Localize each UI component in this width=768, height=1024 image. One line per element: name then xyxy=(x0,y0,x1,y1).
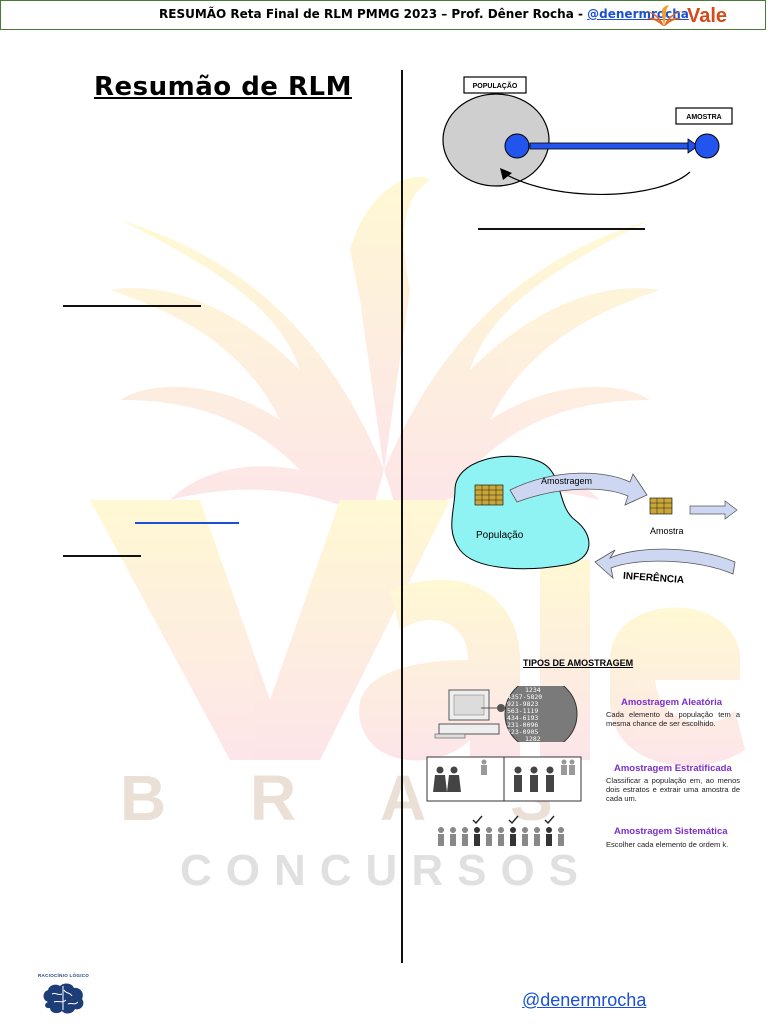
population-ellipse xyxy=(442,93,550,187)
inferencia-label: INFERÊNCIA xyxy=(623,569,685,586)
inferencia-arrow xyxy=(594,548,736,580)
random-number: 231-0096 xyxy=(507,721,538,729)
random-number: 434-6193 xyxy=(507,714,538,722)
inference-populacao-label: População xyxy=(476,530,524,541)
footer-handle-link[interactable]: @denermrocha xyxy=(522,990,647,1010)
brain-logo-icon xyxy=(43,983,84,1014)
sampling-type-name: Amostragem Aleatória xyxy=(621,697,723,708)
people-row-icon xyxy=(438,827,564,846)
random-number: 1282 xyxy=(525,735,541,742)
fill-in-blank-link xyxy=(135,522,239,524)
logo-word: Vale xyxy=(687,4,728,27)
amostra-label-box xyxy=(675,107,733,125)
inference-amostra-label: Amostra xyxy=(650,526,684,536)
page-title: Resumão de RLM xyxy=(94,72,352,102)
fill-in-blank-3 xyxy=(478,228,645,230)
population-dot xyxy=(504,133,530,159)
column-divider xyxy=(401,70,403,963)
random-number: 1234 xyxy=(525,686,541,694)
checkmark-icon xyxy=(472,815,555,825)
random-number: 563-1119 xyxy=(507,707,538,715)
sampling-type-name: Amostragem Estratificada xyxy=(614,763,732,774)
amostragem-arrow xyxy=(509,472,648,506)
sampling-inference-diagram: População Amostragem Amostra INFERÊNCIA xyxy=(451,455,738,586)
people-group-icon xyxy=(433,759,575,792)
population-blob xyxy=(451,455,590,570)
random-sampling-illustration: 1234 4357-5820 921-9823 563-1119 434-619… xyxy=(434,686,578,742)
sampling-type-description: Escolher cada elemento de ordem k. xyxy=(606,840,729,849)
population-sample-icon xyxy=(474,484,504,506)
sampling-type-name: Amostragem Sistemática xyxy=(614,826,728,837)
next-arrow xyxy=(689,500,738,520)
populacao-label: POPULAÇÃO xyxy=(473,81,518,90)
sample-dot xyxy=(694,133,720,159)
palm-logo-icon xyxy=(646,5,682,27)
fill-in-blank-1 xyxy=(63,305,201,307)
amostra-label: AMOSTRA xyxy=(686,114,721,121)
inference-return-arrow xyxy=(504,171,691,196)
stratified-sampling-illustration xyxy=(426,756,582,802)
header-title: RESUMÃO Reta Final de RLM PMMG 2023 – Pr… xyxy=(159,7,689,21)
population-sample-diagram: POPULAÇÃO AMOSTRA xyxy=(442,76,733,196)
svg-text:A: A xyxy=(380,762,426,834)
sampling-arrow xyxy=(529,142,691,150)
random-number: 123-0905 xyxy=(507,728,538,736)
amostragem-label: Amostragem xyxy=(541,476,592,486)
fill-in-blank-2 xyxy=(63,555,141,557)
random-numbers-circle xyxy=(504,686,578,742)
random-number: 921-9823 xyxy=(507,700,538,708)
populacao-label-box xyxy=(463,76,527,94)
random-number: 4357-5820 xyxy=(507,693,542,701)
page-header: RESUMÃO Reta Final de RLM PMMG 2023 – Pr… xyxy=(0,0,766,30)
sampling-type-description: Cada elemento da população tem a mesma c… xyxy=(606,710,740,728)
systematic-sampling-illustration xyxy=(438,815,564,846)
sampling-type-description: Classificar a população em, ao menos doi… xyxy=(606,776,740,803)
sample-icon xyxy=(649,497,673,515)
header-text: RESUMÃO Reta Final de RLM PMMG 2023 – Pr… xyxy=(159,7,588,21)
brain-logo-label: RACIOCÍNIO LÓGICO xyxy=(38,973,90,978)
sampling-types-title: TIPOS DE AMOSTRAGEM xyxy=(523,658,634,668)
svg-text:R: R xyxy=(250,762,296,834)
watermark-letter: B xyxy=(120,762,166,834)
brand-logo: Vale xyxy=(645,3,735,29)
